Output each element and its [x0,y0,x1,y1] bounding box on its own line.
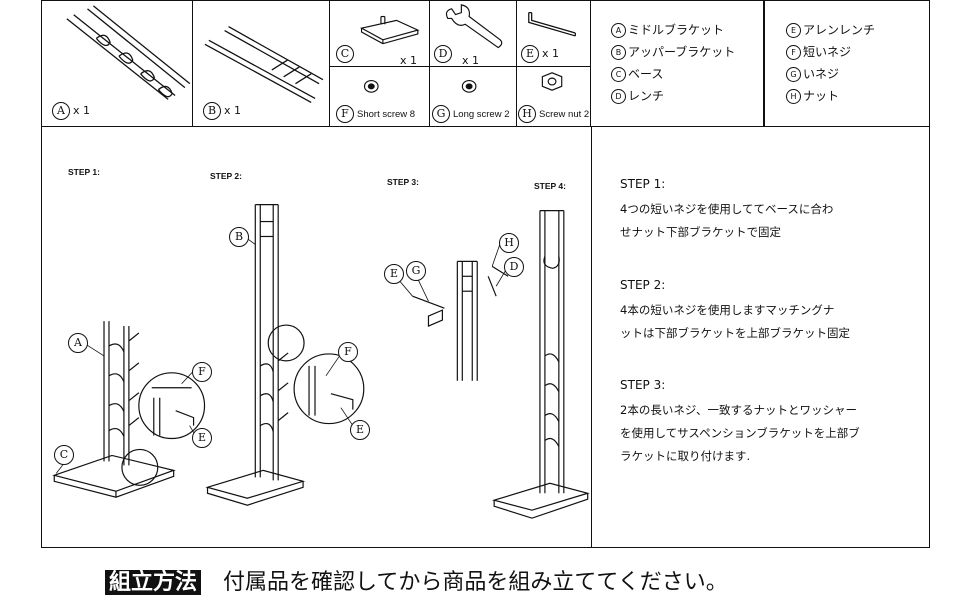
callout-f-step1: F [192,362,212,382]
callout-e-step3: E [384,264,404,284]
instruction-step2-line1: 4本の短いネジを使用しますマッチングナ [620,303,835,317]
part-h-name: Screw nut 2 [539,109,590,120]
instruction-step1-line1: 4つの短いネジを使用しててベースに合わ [620,202,834,216]
long-screw-illustration [461,79,477,93]
part-d-box: D x 1 [429,0,517,67]
instruction-step1: STEP 1: 4つの短いネジを使用しててベースに合わ せナット下部ブラケットで… [620,173,910,244]
wrench-illustration [445,4,503,49]
instruction-step3-title: STEP 3: [620,378,666,392]
part-f-name: Short screw 8 [357,109,416,120]
part-a-qty: x 1 [73,104,91,117]
part-d-label: D [434,45,455,63]
part-e-letter: E [521,45,539,63]
allen-wrench-illustration [528,12,576,37]
nut-illustration [541,72,563,91]
step2-diagram-title: STEP 2: [210,171,242,181]
step3-diagram-title: STEP 3: [387,177,419,187]
footer-caption: 組立方法付属品を確認してから商品を組み立ててください。 [105,564,728,596]
instruction-step2-line2: ットは下部ブラケットを上部ブラケット固定 [620,326,850,340]
instruction-step2-title: STEP 2: [620,278,666,292]
part-a-letter: A [52,102,70,120]
callout-d: D [504,257,524,277]
instruction-step3-line3: ラケットに取り付けます. [620,449,751,463]
legend-divider [763,1,765,126]
callout-a: A [68,333,88,353]
instruction-step3: STEP 3: 2本の長いネジ、一致するナットとワッシャー を使用してサスペンシ… [620,374,910,468]
footer-tag: 組立方法 [105,570,202,595]
part-e-qty: x 1 [542,47,560,60]
callout-b: B [229,227,249,247]
callout-f-step2: F [338,342,358,362]
part-c-qty: x 1 [400,54,418,67]
middle-bracket-illustration [66,5,191,100]
part-c-box: C x 1 [329,0,430,67]
callout-g: G [406,261,426,281]
part-d-qty: x 1 [462,54,480,67]
callout-c: C [54,445,74,465]
upper-bracket-illustration [204,26,324,103]
steps-diagram-panel: STEP 1: STEP 2: STEP 3: STEP 4: [41,126,592,548]
part-f-letter: F [336,105,354,123]
callout-e-step1: E [192,428,212,448]
footer-text: 付属品を確認してから商品を組み立ててください。 [223,570,728,595]
part-c-letter: C [336,45,354,63]
part-g-name: Long screw 2 [453,109,510,120]
base-plate-illustration [359,15,420,45]
callout-e-step2: E [350,420,370,440]
part-b-qty: x 1 [224,104,242,117]
part-b-letter: B [203,102,221,120]
part-d-letter: D [434,45,452,63]
instruction-step1-line2: せナット下部ブラケットで固定 [620,225,781,239]
instruction-step3-line1: 2本の長いネジ、一致するナットとワッシャー [620,403,857,417]
callout-h: H [499,233,519,253]
part-c-label: C [336,45,357,63]
step1-diagram-title: STEP 1: [68,167,100,177]
instruction-step3-line2: を使用してサスペンションブラケットを上部ブ [620,426,860,440]
instruction-step2: STEP 2: 4本の短いネジを使用しますマッチングナ ットは下部ブラケットを上… [620,274,910,345]
part-h-letter: H [518,105,536,123]
short-screw-illustration [363,79,379,93]
part-g-letter: G [432,105,450,123]
step4-diagram-title: STEP 4: [534,181,566,191]
instructions-panel [591,126,930,548]
assembly-steps-illustration [52,204,590,519]
instruction-step1-title: STEP 1: [620,177,666,191]
